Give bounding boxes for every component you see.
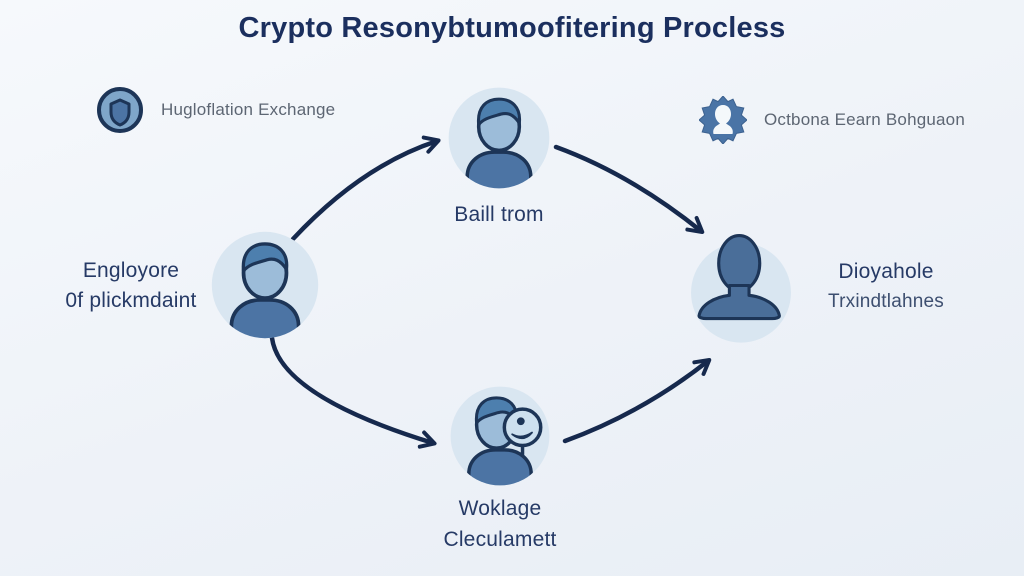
node-target-line2: Trxindtlahnes: [828, 291, 944, 312]
arrow-buyer-to-target: [553, 144, 705, 235]
badge-seal-icon: [699, 96, 747, 144]
person-silhouette-icon: [691, 233, 791, 343]
legend-exchange: Hugloflation Exchange: [96, 86, 335, 134]
node-source-line2: 0f plickmdaint: [65, 289, 197, 312]
node-target-line1: Dioyahole: [838, 260, 934, 283]
person-magnifier-icon: [450, 386, 550, 486]
node-label-source: Engloyore 0f plickmdaint: [26, 256, 236, 316]
node-worker-line1: Woklage: [458, 497, 542, 520]
node-source-line1: Engloyore: [82, 259, 180, 282]
person-icon: [448, 87, 550, 189]
arrow-source-to-worker: [269, 335, 437, 449]
node-label-buyer: Baill trom: [454, 203, 544, 226]
legend-badge: Octbona Eearn Bohguaon: [699, 96, 965, 144]
page-title: Crypto Resonybtumoofitering Procless: [238, 12, 786, 44]
legend-badge-label: Octbona Eearn Bohguaon: [764, 110, 965, 129]
legend-exchange-label: Hugloflation Exchange: [161, 100, 336, 119]
node-worker-line2: Cleculamett: [443, 528, 557, 551]
arrow-source-to-buyer: [290, 135, 441, 242]
arrow-worker-to-target: [562, 357, 712, 444]
shield-exchange-icon: [97, 87, 143, 133]
node-label-target: Dioyahole Trxindtlahnes: [786, 257, 986, 317]
node-label-worker: Woklage Cleculamett: [400, 493, 600, 555]
person-icon: [211, 231, 319, 339]
